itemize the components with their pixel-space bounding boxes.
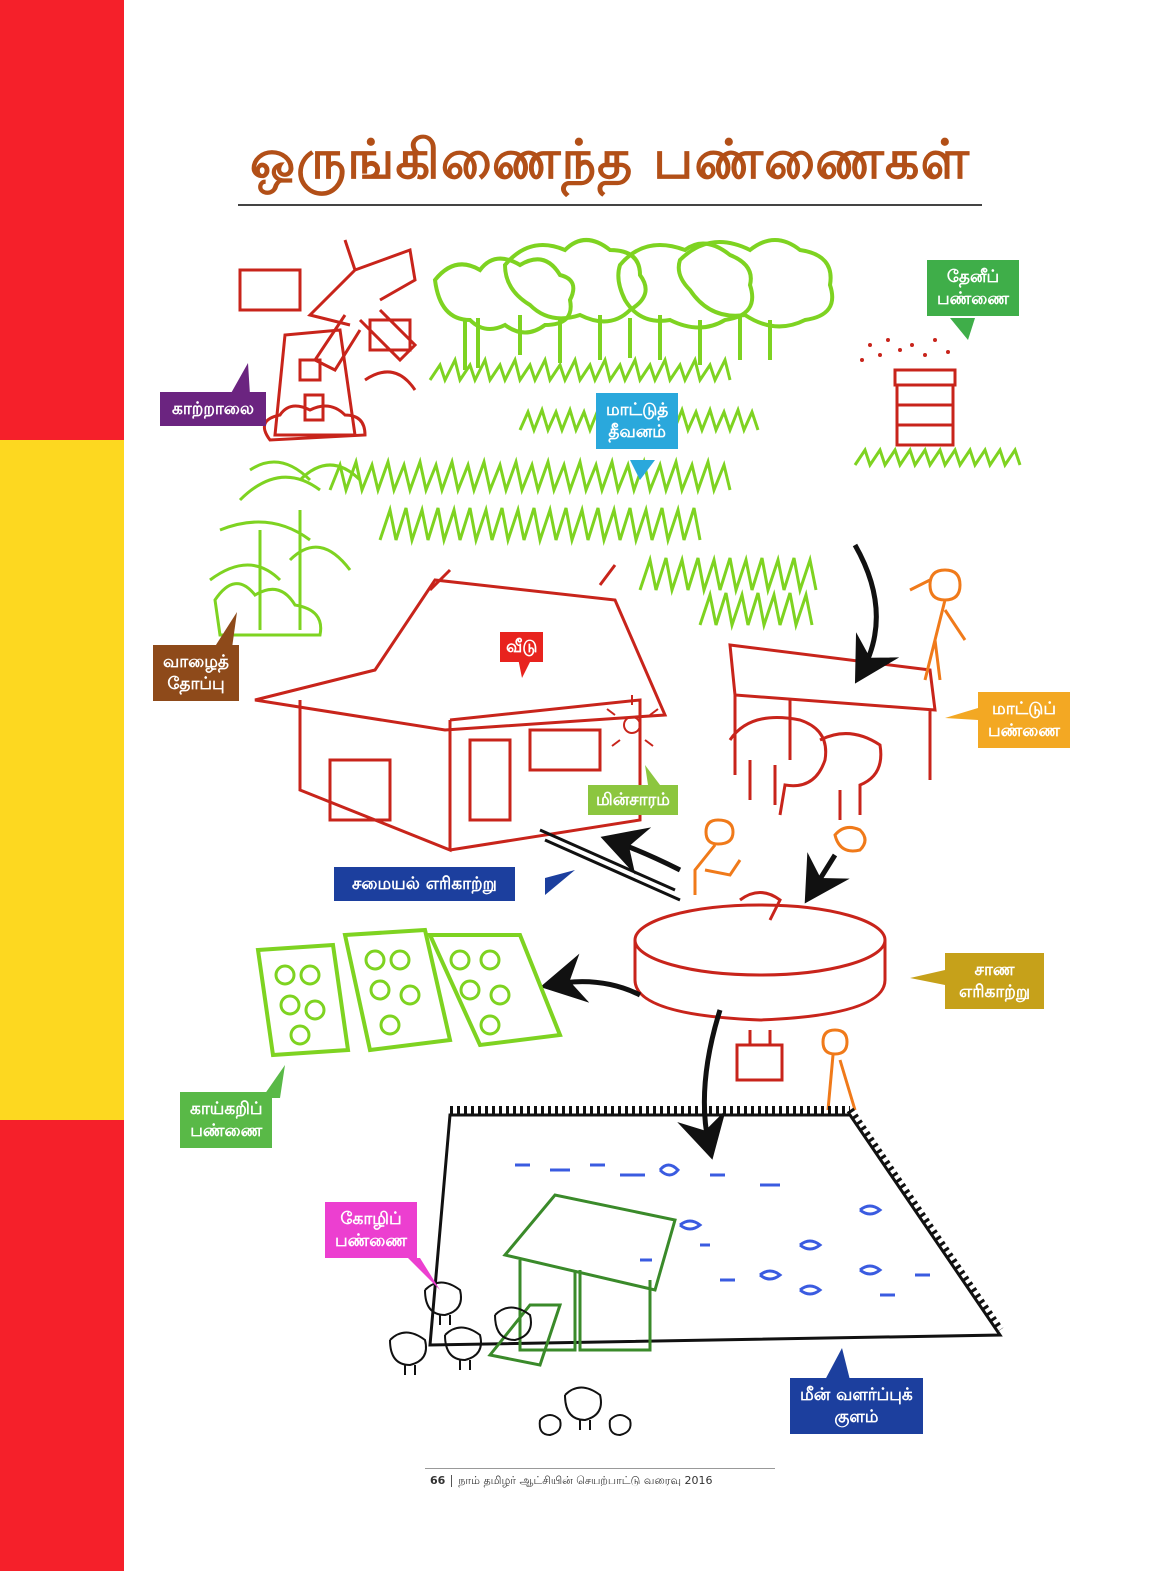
label-dung-gas: சாண எரிகாற்று: [945, 953, 1045, 1009]
windmill-icon: [238, 239, 418, 442]
label-vegetable-farm: காய்கறிப் பண்ணை: [180, 1092, 273, 1148]
label-cooking-gas: சமையல் எரிகாற்று: [334, 867, 515, 901]
red-side-band-bottom: [0, 1120, 124, 1571]
page-title: ஒருங்கிணைந்த பண்ணைகள்: [249, 128, 971, 191]
footer-text: நாம் தமிழர் ஆட்சியின் செயற்பாட்டு வரைவு …: [458, 1474, 713, 1487]
label-beekeeping: தேனீப் பண்ணை: [927, 260, 1020, 316]
flow-arrows: [540, 543, 900, 1160]
banana-tree-icon: [209, 460, 362, 637]
label-electricity: மின்சாரம்: [588, 785, 678, 815]
red-side-band-top: [0, 0, 124, 440]
label-fodder: மாட்டுத் தீவனம்: [596, 393, 679, 449]
bulb-icon: [606, 695, 659, 747]
fish-pond-icon: [428, 1106, 1004, 1347]
page-footer: 66 நாம் தமிழர் ஆட்சியின் செயற்பாட்டு வரைவ…: [430, 1474, 770, 1489]
label-house: வீடு: [500, 632, 544, 662]
label-cattle-farm: மாட்டுப் பண்ணை: [978, 692, 1071, 748]
page-number: 66: [430, 1474, 446, 1487]
trees-icon: [432, 238, 835, 370]
yellow-side-band: [0, 440, 124, 1120]
biogas-tank-icon: [633, 891, 887, 1082]
worker-icon: [693, 568, 967, 1111]
footer-separator: [451, 1475, 453, 1487]
label-banana-grove: வாழைத் தோப்பு: [153, 645, 239, 701]
vegetable-bed-icon: [255, 927, 563, 1058]
title-underline: [238, 204, 982, 206]
house-icon: [254, 564, 668, 853]
beehive-icon: [853, 338, 1022, 469]
chicken-coop-icon: [389, 1193, 677, 1437]
footer-rule: [425, 1468, 775, 1469]
cow-shed-icon: [728, 643, 937, 820]
label-windmill: காற்றாலை: [160, 392, 266, 426]
label-poultry-farm: கோழிப் பண்ணை: [325, 1202, 418, 1258]
label-fish-pond: மீன் வளர்ப்புக் குளம்: [790, 1378, 923, 1434]
grass-icon: [328, 355, 818, 631]
